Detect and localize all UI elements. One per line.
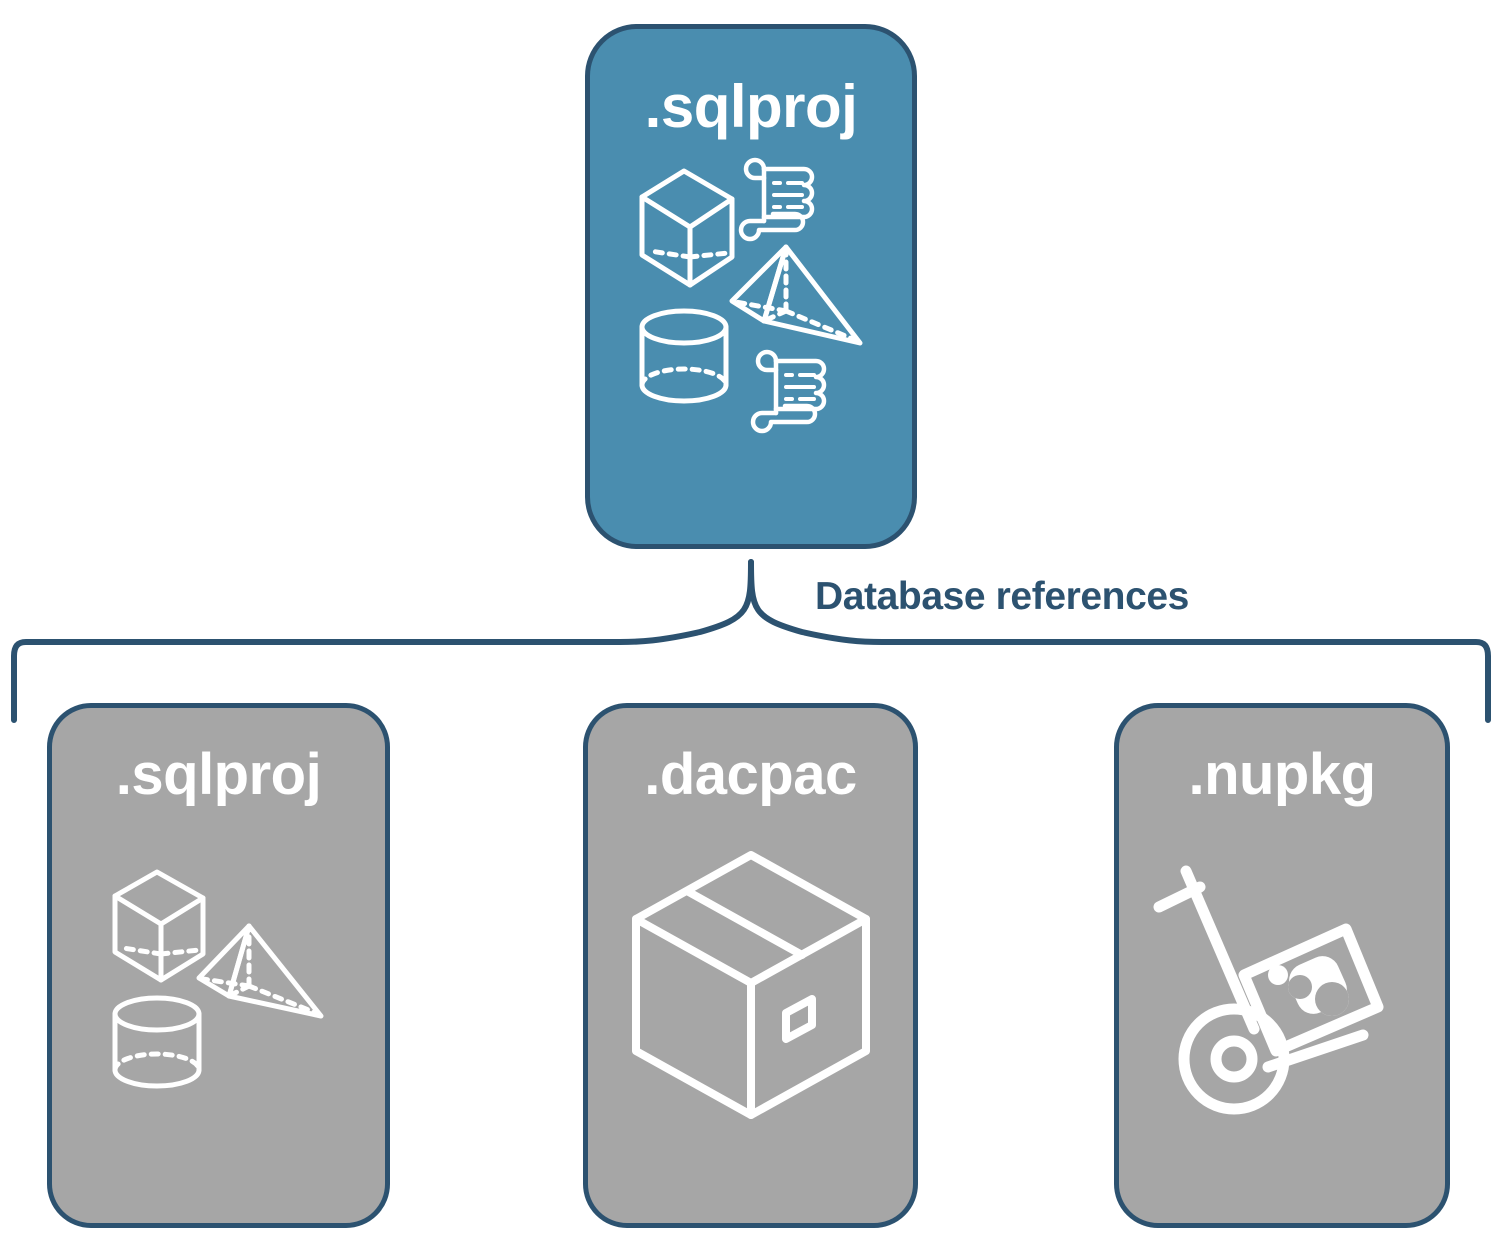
nuget-glyph-holes [1288, 974, 1349, 1016]
reference-card-nupkg[interactable]: .nupkg [1114, 703, 1450, 1228]
cube-wireframe-icon [112, 869, 205, 982]
root-sqlproj-card[interactable]: .sqlproj [585, 24, 917, 549]
reference-card-sqlproj[interactable]: .sqlproj [47, 703, 390, 1228]
pyramid-wireframe-icon [196, 923, 323, 1018]
scroll-icon [738, 157, 815, 241]
shipping-box-svg [631, 850, 870, 1119]
reference-nupkg-title: .nupkg [1188, 742, 1376, 807]
cylinder-wireframe-icon [112, 995, 201, 1088]
reference-sqlproj-artwork [52, 804, 385, 1223]
root-shapes-svg [639, 157, 863, 433]
reference-nupkg-artwork [1119, 804, 1445, 1223]
scroll-icon [750, 349, 827, 433]
reference-dacpac-artwork [588, 804, 913, 1223]
reference-card-dacpac[interactable]: .dacpac [583, 703, 918, 1228]
pyramid-wireframe-icon [729, 244, 863, 345]
reference-shapes-svg [112, 869, 323, 1088]
reference-dacpac-title: .dacpac [644, 742, 857, 807]
root-sqlproj-artwork [590, 137, 912, 544]
hand-truck-svg [1153, 865, 1384, 1114]
cylinder-wireframe-icon [639, 308, 729, 403]
reference-sqlproj-title: .sqlproj [115, 742, 322, 807]
cube-wireframe-icon [639, 168, 735, 287]
hand-truck-package-icon [1153, 865, 1384, 1114]
root-sqlproj-title: .sqlproj [644, 73, 858, 140]
database-references-label: Database references [815, 575, 1189, 618]
shipping-box-icon [631, 850, 870, 1119]
bracket-left-arm [11, 559, 754, 723]
